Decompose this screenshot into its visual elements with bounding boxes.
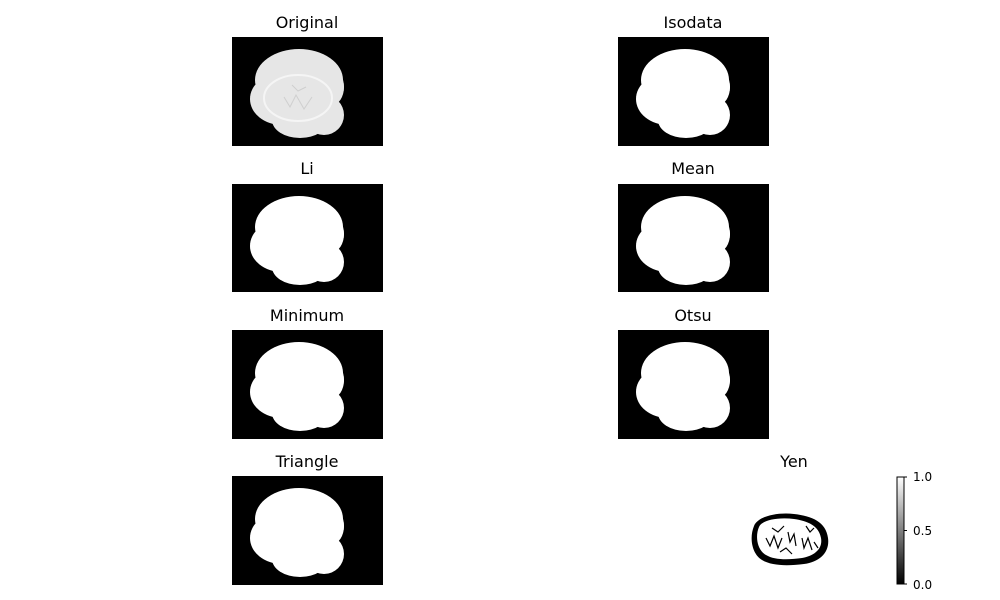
panel-title-isodata: Isodata	[663, 13, 723, 32]
colorbar-tick-0-0: 0.0	[913, 578, 933, 592]
panel-title-minimum: Minimum	[269, 306, 345, 325]
panel-image-mean	[618, 184, 769, 292]
colorbar-tick-1-0: 1.0	[913, 470, 933, 484]
panel-image-triangle	[232, 476, 383, 585]
panel-title-triangle: Triangle	[275, 452, 339, 471]
panel-image-otsu	[618, 330, 769, 439]
panel-title-li: Li	[300, 159, 314, 178]
panel-title-otsu: Otsu	[674, 306, 712, 325]
panel-title-original: Original	[275, 13, 339, 32]
panel-title-yen: Yen	[780, 452, 808, 471]
colorbar	[896, 476, 907, 585]
panel-image-li	[232, 184, 383, 292]
panel-image-minimum	[232, 330, 383, 439]
panel-image-yen	[751, 513, 829, 566]
panel-image-isodata	[618, 37, 769, 146]
panel-title-mean: Mean	[671, 159, 715, 178]
colorbar-tick-0-5: 0.5	[913, 524, 933, 538]
panel-image-original	[232, 37, 383, 146]
